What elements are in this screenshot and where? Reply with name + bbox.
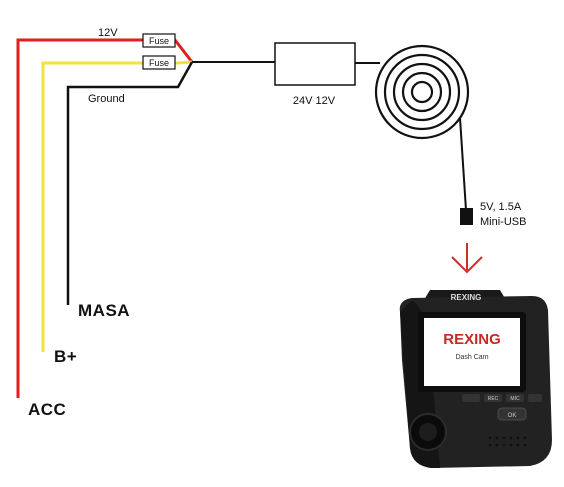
dash-cam: REXING Dash Cam REXING REC MIC OK (399, 290, 552, 468)
menu-button[interactable] (528, 394, 542, 402)
screen-model: Dash Cam (455, 354, 488, 361)
acc-label: ACC (28, 400, 66, 419)
button-1[interactable] (462, 394, 480, 402)
ok-label: OK (508, 413, 517, 419)
usb-cable (459, 117, 467, 211)
yellow-wire (41, 60, 193, 352)
masa-label: MASA (78, 301, 130, 320)
red-wire (16, 38, 194, 398)
cable-coil (374, 44, 470, 140)
ok-button[interactable] (497, 407, 527, 421)
converter-label: 24V 12V (293, 95, 336, 107)
screen-brand: REXING (443, 331, 501, 348)
top-brand: REXING (451, 293, 482, 302)
wire-12v-label: 12V (98, 27, 118, 39)
usb-spec-line-1: 5V, 1.5A (480, 201, 522, 213)
fuse-2-label: Fuse (149, 58, 169, 68)
ground-label: Ground (88, 93, 125, 105)
fuse-1: Fuse (142, 33, 176, 48)
rec-label: REC (488, 396, 499, 402)
converter-box (274, 42, 356, 86)
mic-label: MIC (510, 396, 520, 402)
mic-button[interactable] (506, 394, 524, 402)
mini-usb-plug (460, 208, 473, 225)
down-arrow-icon (451, 243, 483, 274)
black-ground-wire (66, 61, 194, 305)
bplus-label: B+ (54, 347, 77, 366)
fuse-2: Fuse (142, 55, 176, 70)
fuse-1-label: Fuse (149, 36, 169, 46)
usb-spec-line-2: Mini-USB (480, 216, 526, 228)
rec-button[interactable] (484, 394, 502, 402)
